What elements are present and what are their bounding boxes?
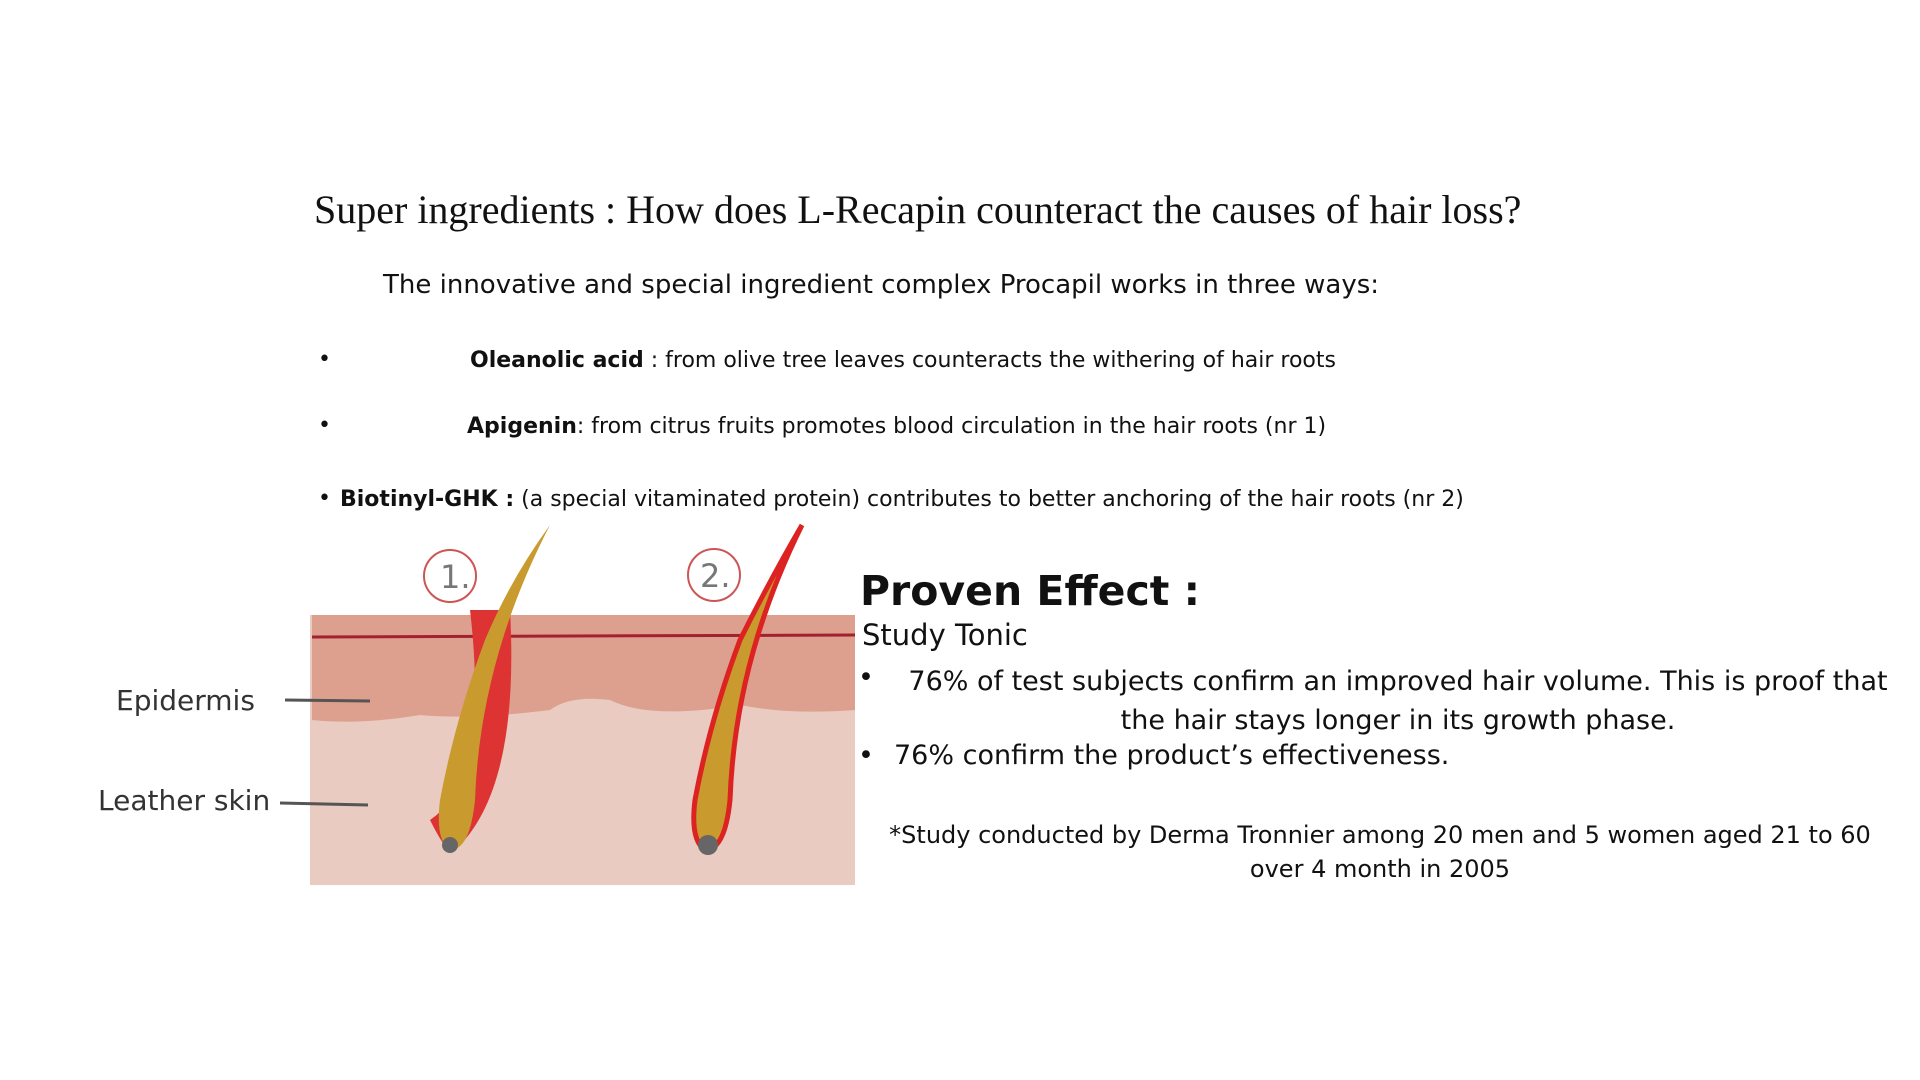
ingredient-text: : from olive tree leaves counteracts the… (643, 348, 1336, 373)
ingredient-text: (a special vitaminated protein) contribu… (514, 487, 1464, 512)
ingredient-item: Oleanolic acid : from olive tree leaves … (470, 348, 1336, 373)
result-item: 76% of test subjects confirm an improved… (908, 666, 1888, 736)
page-title: Super ingredients : How does L-Recapin c… (314, 187, 1522, 232)
epidermis-label: Epidermis (116, 684, 255, 717)
hair-follicle-diagram: 1. 2. Epidermis Leather skin (98, 523, 856, 885)
bullet: • (318, 486, 331, 511)
ingredient-name: Biotinyl-GHK : (340, 487, 515, 512)
ingredient-text: : from citrus fruits promotes blood circ… (576, 414, 1327, 439)
ingredient-name: Oleanolic acid (470, 348, 644, 373)
label-2: 2. (700, 557, 731, 595)
bullet: • (858, 662, 874, 693)
ingredient-name: Apigenin (467, 414, 577, 439)
bullet: • (858, 740, 874, 771)
label-1: 1. (440, 558, 471, 596)
result-item: 76% confirm the product’s effectiveness. (894, 740, 1450, 771)
study-note: *Study conducted by Derma Tronnier among… (889, 821, 1871, 883)
study-subtitle: Study Tonic (862, 618, 1028, 652)
ingredient-item: Apigenin: from citrus fruits promotes bl… (467, 414, 1326, 439)
bullet: • (318, 347, 331, 372)
ingredient-item: Biotinyl-GHK : (a special vitaminated pr… (340, 487, 1464, 512)
bullet: • (318, 413, 331, 438)
proven-effect-heading: Proven Effect : (860, 567, 1201, 615)
intro-text: The innovative and special ingredient co… (383, 270, 1380, 300)
leather-skin-label: Leather skin (98, 784, 270, 817)
